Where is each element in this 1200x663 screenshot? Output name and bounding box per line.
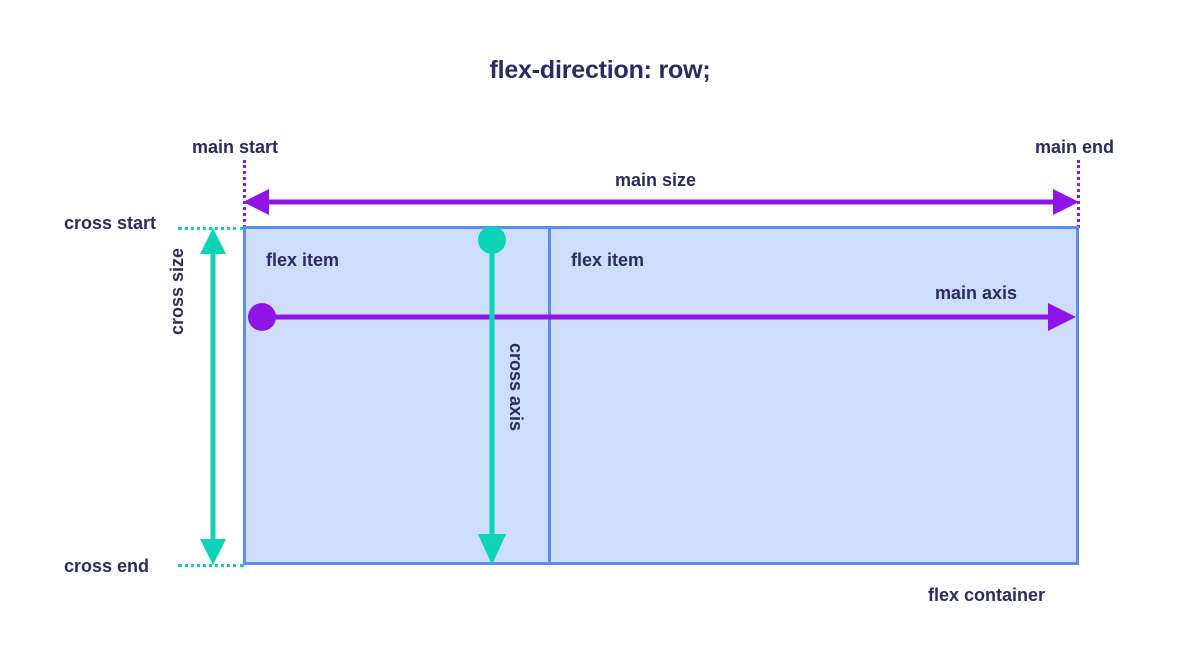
main-end-label: main end [1035,137,1115,157]
main-size-arrow [243,189,1079,215]
main-start-guide-line [243,160,246,228]
cross-end-guide-line [178,564,244,567]
flex-item: flex item [246,229,551,562]
page-title: flex-direction: row; [489,56,711,84]
flex-container: flex item flex item [243,226,1079,565]
main-end-guide-line [1077,160,1080,228]
main-axis-arrow [248,303,1076,331]
cross-axis-arrow [478,226,506,565]
flex-item: flex item [551,229,1076,562]
main-axis-label: main axis [935,283,1018,303]
cross-size-arrow [200,228,226,565]
cross-size-label: cross size [167,247,187,335]
cross-end-label: cross end [64,556,150,576]
cross-axis-label: cross axis [506,343,526,432]
cross-start-guide-line [178,227,244,230]
cross-start-label: cross start [64,213,157,233]
main-size-label: main size [615,170,697,190]
flex-item-label: flex item [266,250,340,270]
main-start-label: main start [192,137,279,157]
flex-container-label: flex container [928,585,1046,605]
flex-item-label: flex item [571,250,645,270]
